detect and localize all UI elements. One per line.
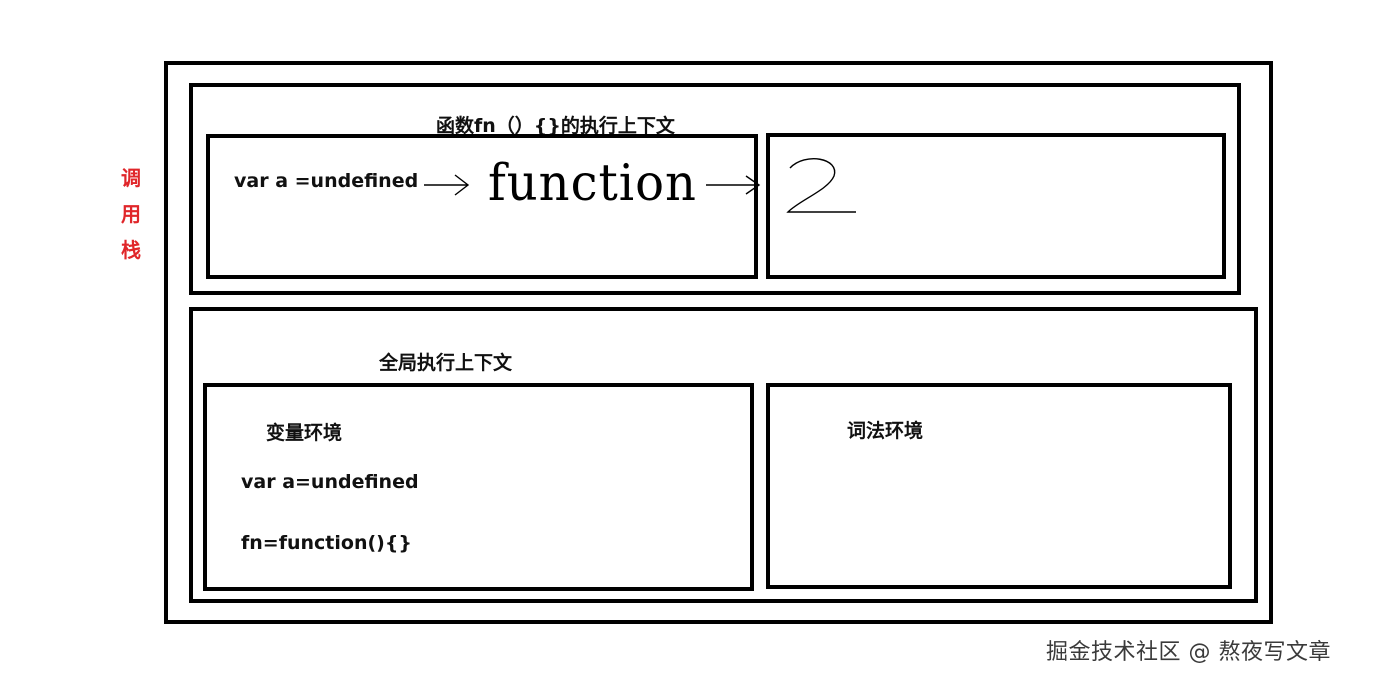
variable-environment-line-2: fn=function(){}: [241, 532, 412, 554]
call-stack-char-3: 栈: [121, 238, 141, 262]
watermark: 掘金技术社区 @ 熬夜写文章: [1046, 640, 1331, 665]
variable-environment-line-1: var a=undefined: [241, 471, 419, 493]
function-variable-text: var a =undefined: [234, 170, 419, 192]
variable-environment-box: [203, 383, 754, 591]
function-variable-box: [206, 134, 758, 279]
variable-environment-title: 变量环境: [266, 422, 343, 444]
function-lexical-box: [766, 133, 1226, 279]
lexical-environment-title: 词法环境: [847, 420, 924, 442]
function-context-title: 函数fn（）{}的执行上下文: [436, 115, 675, 137]
global-context-title: 全局执行上下文: [379, 352, 513, 374]
call-stack-char-1: 调: [121, 166, 141, 190]
lexical-environment-box: [766, 383, 1232, 589]
call-stack-char-2: 用: [121, 202, 141, 226]
handwritten-function-text: function: [488, 153, 697, 213]
call-stack-label: 调 用 栈: [119, 160, 143, 268]
